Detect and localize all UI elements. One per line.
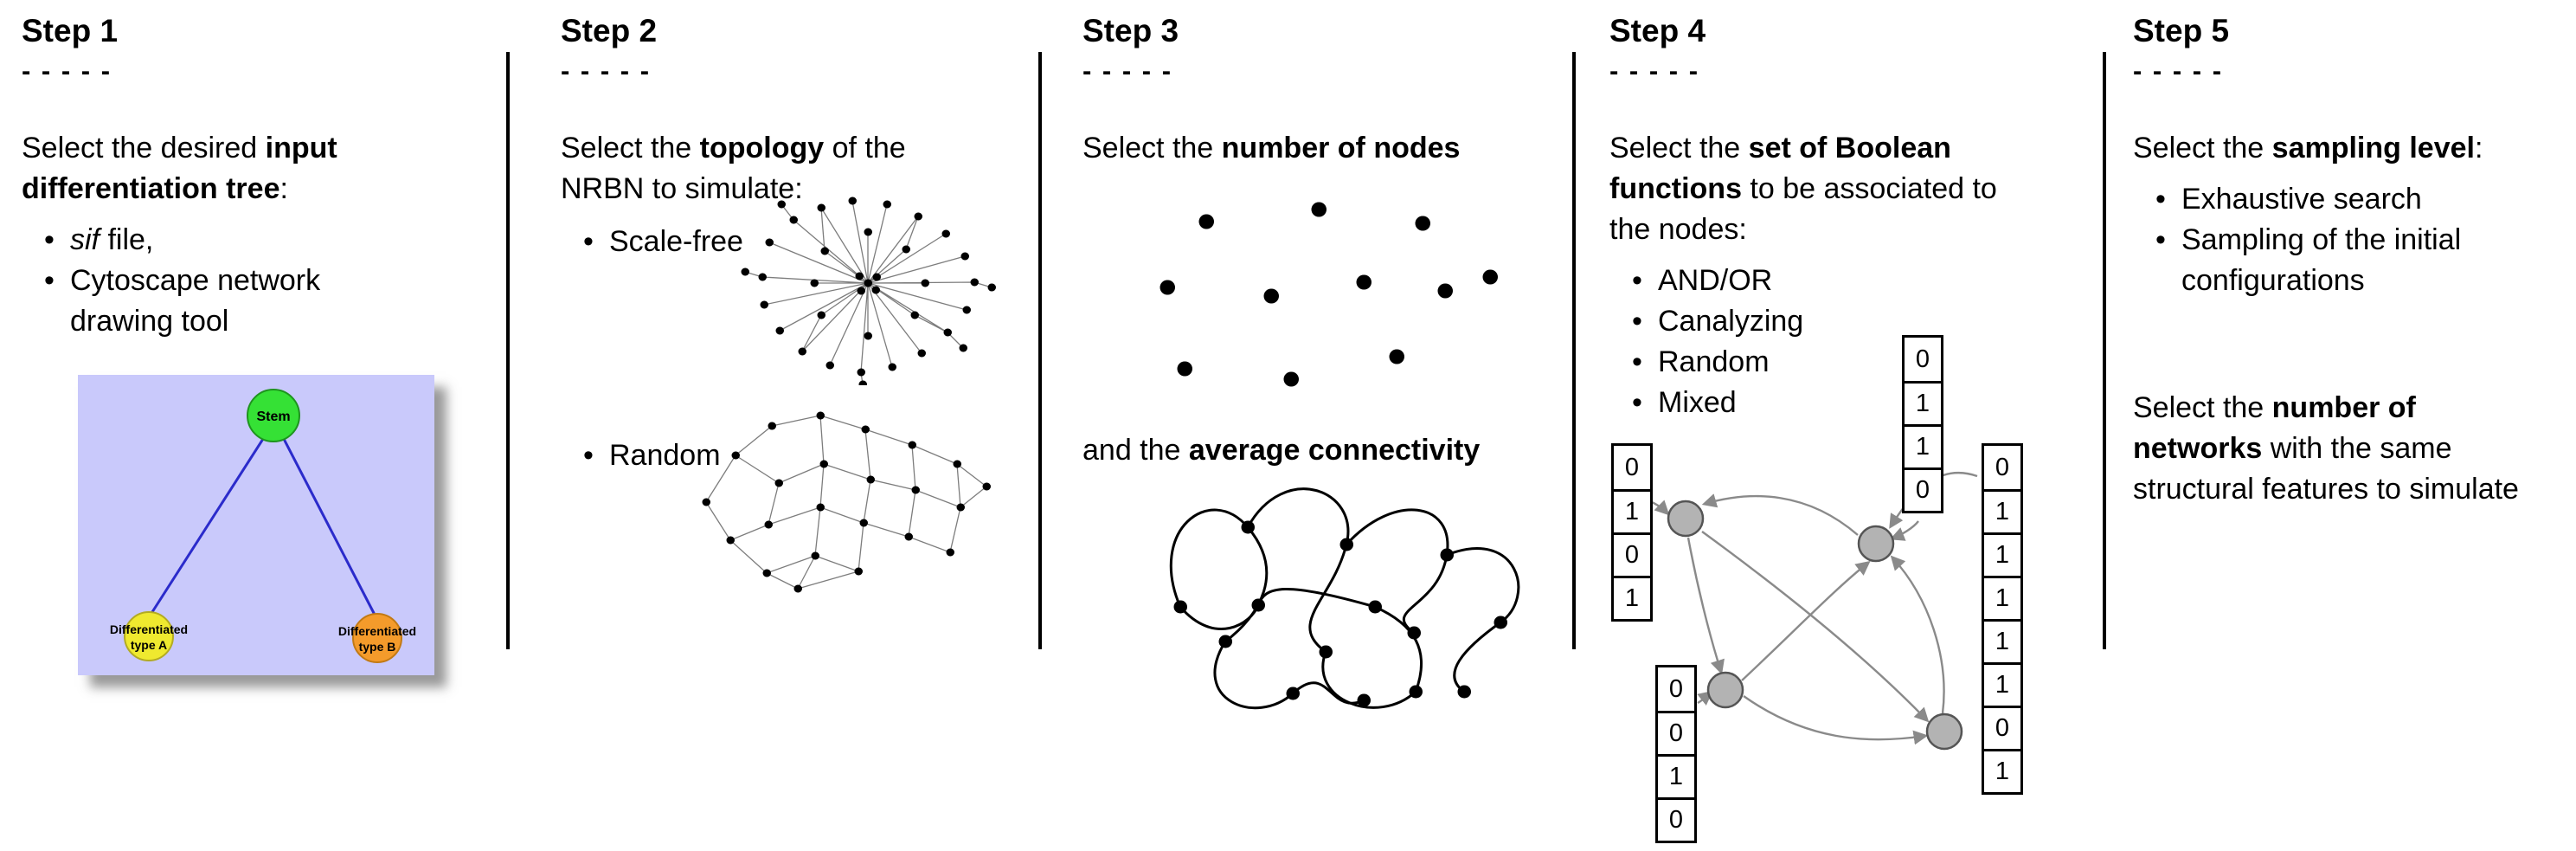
truth-table-bottom: 0 0 1 0 [1655,665,1697,843]
bullet-marker: • [1632,386,1642,419]
random-network-illustration [702,411,991,593]
step-3-column: Step 3 - - - - - Select the number of no… [1038,0,1572,851]
boolean-arrows [1651,471,1978,745]
truth-table-cell: 1 [1984,662,2020,706]
step-2-column: Step 2 - - - - - Select the topology of … [506,0,1038,851]
bullet-sif-file: • sif file, [22,220,506,261]
type-b-label-line1: Differentiated [338,624,416,638]
truth-table-cell: 1 [1984,576,2020,619]
step-5-bullets: • Exhaustive search • Sampling of the in… [2133,179,2576,301]
step-1-column: Step 1 - - - - - Select the desired inpu… [0,0,506,851]
step-3-dashes: - - - - - [1082,55,1173,86]
step-4-dashes: - - - - - [1609,55,1700,86]
boolean-node [1925,712,1963,751]
step-5-dashes: - - - - - [2133,55,2224,86]
truth-table-left: 0 1 0 1 [1611,443,1653,622]
type-b-label-line2: type B [359,640,396,654]
truth-table-right: 0 1 1 1 1 1 0 1 [1982,443,2023,795]
truth-table-cell: 0 [1905,467,1941,511]
bullet-scale-free: • Scale-free [561,222,1038,262]
tree-edges [149,438,377,617]
bullet-random-functions: • Random [1609,342,2103,383]
bullet-marker: • [583,225,594,258]
truth-table-cell: 0 [1614,532,1650,576]
truth-table-top: 0 1 1 0 [1902,335,1943,513]
boolean-nodes [1667,500,1963,751]
truth-table-cell: 1 [1984,749,2020,792]
bullet-marker: • [2155,183,2166,216]
bullet-marker: • [1632,305,1642,338]
column-divider [2103,52,2106,649]
step-1-title: Step 1 [22,13,119,48]
truth-table-cell: 0 [1658,711,1694,754]
step-5-title: Step 5 [2133,13,2230,48]
step-2-dashes: - - - - - [561,55,652,86]
type-a-label-line2: type A [131,638,167,652]
truth-table-cell: 0 [1995,453,2010,481]
type-b-node [352,613,402,663]
type-a-label-line1: Differentiated [110,622,188,636]
truth-table-cell: 0 [1624,453,1640,481]
nodes-scatter-illustration [1160,202,1498,387]
step-4-title: Step 4 [1609,13,1706,48]
column-divider [506,52,510,649]
boolean-node [1857,525,1895,563]
boolean-node [1706,671,1744,709]
truth-table-cell: 1 [1658,754,1694,797]
step-3-nodes-text: Select the number of nodes [1082,132,1461,164]
step-1-dashes: - - - - - [22,55,112,86]
bullet-marker: • [583,439,594,472]
boolean-network-illustration [1651,471,1978,751]
step-3-connectivity-text: and the average connectivity [1082,434,1481,467]
truth-table-cell: 0 [1984,706,2020,749]
truth-table-cell: 1 [1614,576,1650,619]
truth-table-cell: 1 [1984,489,2020,532]
boolean-node [1667,500,1705,538]
scale-free-network-illustration [741,197,996,385]
bullet-canalyzing: • Canalyzing [1609,301,2103,342]
bullet-random: • Random [561,435,1038,476]
stem-node [247,389,300,442]
bullet-marker: • [1632,264,1642,297]
step-5-sampling-text: Select the sampling level: [2133,132,2483,164]
bullet-and-or: • AND/OR [1609,261,2103,301]
step-4-column: Step 4 - - - - - Select the set of Boole… [1572,0,2103,851]
truth-table-cell: 0 [1668,674,1684,703]
column-divider [1038,52,1042,649]
bullet-marker: • [44,223,55,256]
column-divider [1572,52,1576,649]
truth-table-cell: 1 [1614,489,1650,532]
bullet-marker: • [44,264,55,297]
step-2-bullets: • Scale-free • Random [561,222,1038,476]
step-5-column: Step 5 - - - - - Select the sampling lev… [2103,0,2576,851]
type-a-node [124,611,174,661]
bullet-marker: • [2155,223,2166,256]
step-2-title: Step 2 [561,13,658,48]
step-3-title: Step 3 [1082,13,1179,48]
stem-label: Stem [256,409,290,424]
truth-table-cell: 1 [1984,532,2020,576]
truth-table-cell: 0 [1915,345,1930,373]
bullet-exhaustive-search: • Exhaustive search [2133,179,2576,220]
differentiation-tree-illustration: Stem Differentiated type A Differentiate… [78,375,434,675]
truth-table-cell: 1 [1905,424,1941,467]
truth-table-cell: 1 [1905,381,1941,424]
connectivity-graph-illustration [1169,487,1520,709]
step-4-bullets: • AND/OR • Canalyzing • Random • Mixed [1609,261,2103,423]
bullet-mixed: • Mixed [1609,383,2103,423]
bullet-marker: • [1632,345,1642,378]
truth-table-cell: 0 [1658,797,1694,841]
truth-table-cell: 1 [1984,619,2020,662]
